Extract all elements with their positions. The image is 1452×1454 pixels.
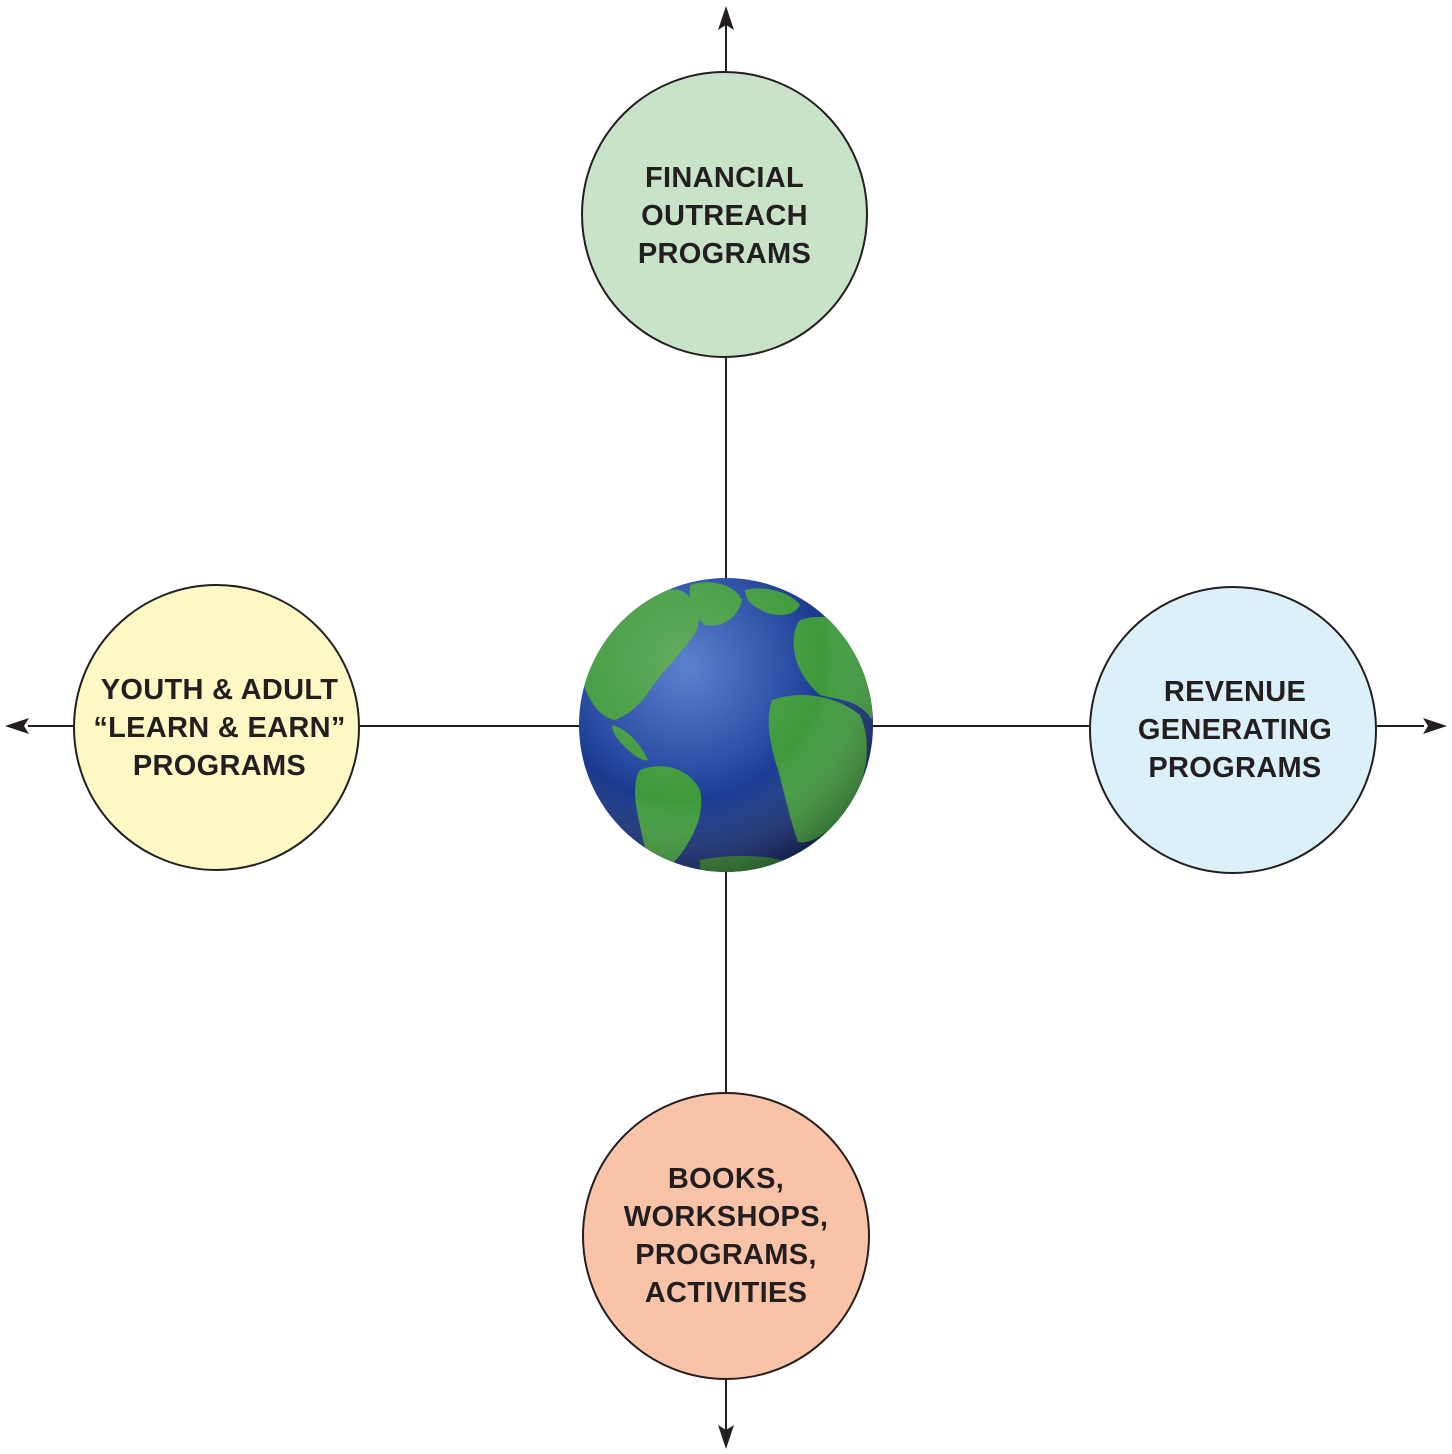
node-financial-outreach: FINANCIAL OUTREACH PROGRAMS xyxy=(581,71,868,358)
arrowhead-left-icon xyxy=(5,718,29,734)
node-revenue-generating: REVENUE GENERATING PROGRAMS xyxy=(1089,586,1377,874)
node-learn-and-earn: YOUTH & ADULT “LEARN & EARN” PROGRAMS xyxy=(73,584,360,871)
node-line: GENERATING xyxy=(1137,714,1333,746)
node-line: OUTREACH xyxy=(641,199,808,232)
node-books-workshops: BOOKS, WORKSHOPS, PROGRAMS, ACTIVITIES xyxy=(582,1092,870,1380)
node-line: PROGRAMS xyxy=(1148,752,1322,784)
arrowhead-right-icon xyxy=(1423,718,1447,734)
globe-icon xyxy=(579,578,873,872)
node-books-workshops-label: BOOKS, WORKSHOPS, PROGRAMS, ACTIVITIES xyxy=(624,1160,828,1312)
node-line: PROGRAMS, xyxy=(635,1239,817,1271)
node-line: PROGRAMS xyxy=(637,237,812,270)
node-line: YOUTH & ADULT xyxy=(100,673,339,706)
node-revenue-generating-label: REVENUE GENERATING PROGRAMS xyxy=(1134,673,1332,787)
node-learn-and-earn-label: YOUTH & ADULT “LEARN & EARN” PROGRAMS xyxy=(87,671,345,785)
node-line: “LEARN & EARN” xyxy=(93,711,346,744)
node-financial-outreach-label: FINANCIAL OUTREACH PROGRAMS xyxy=(638,157,811,273)
node-line: WORKSHOPS, xyxy=(623,1201,829,1233)
node-line: PROGRAMS xyxy=(132,749,307,782)
node-line: ACTIVITIES xyxy=(644,1277,808,1309)
node-line: BOOKS, xyxy=(667,1163,785,1195)
arrowhead-down-icon xyxy=(718,1425,734,1449)
node-line: REVENUE xyxy=(1163,676,1307,708)
node-line: FINANCIAL xyxy=(645,161,804,194)
arrowhead-up-icon xyxy=(718,6,734,30)
